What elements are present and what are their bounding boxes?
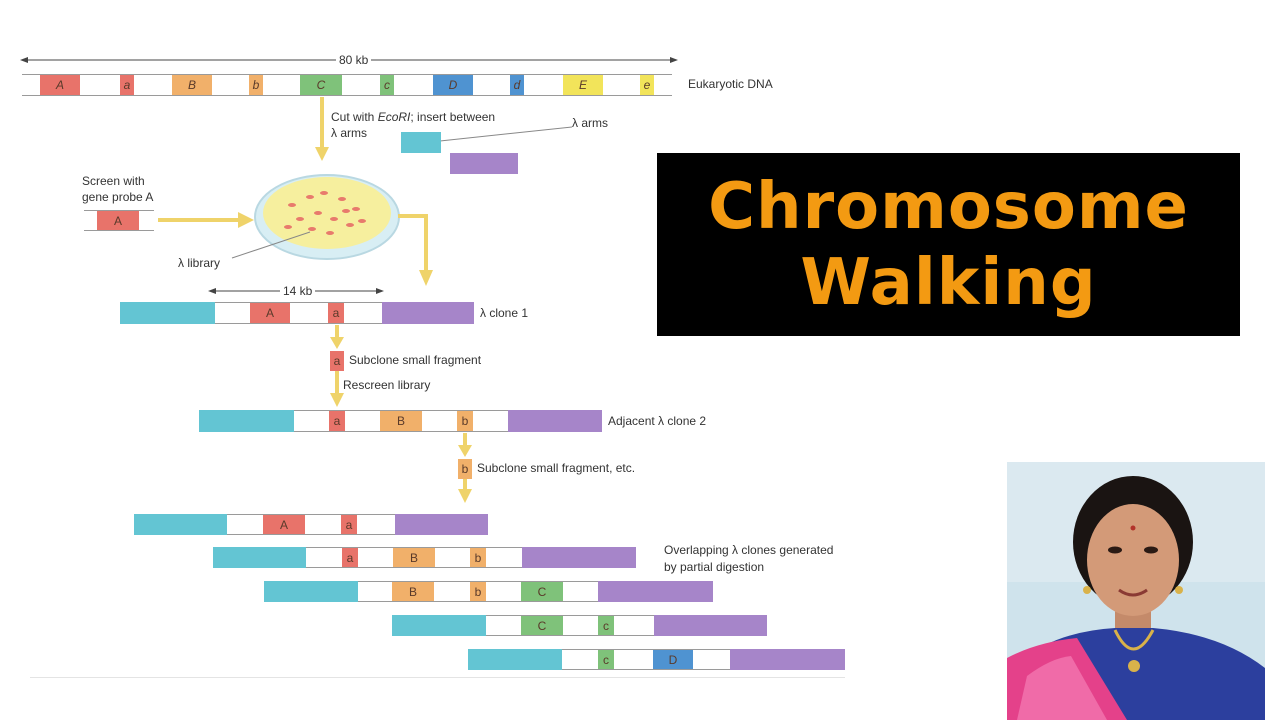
divider <box>30 677 845 678</box>
dna-seg-C: C <box>300 75 342 95</box>
dna-seg-e: e <box>640 75 654 95</box>
rescreen-text: Rescreen library <box>343 378 431 392</box>
dna-seg-d: d <box>510 75 524 95</box>
subclone-seg-b: b <box>458 459 472 479</box>
dna-seg-c: c <box>380 75 394 95</box>
subclone-text: Subclone small fragment <box>349 353 482 367</box>
dna-seg-a: a <box>120 75 134 95</box>
dna-seg-E: E <box>563 75 603 95</box>
clone1-seg-A: A <box>250 303 290 323</box>
library-pointer <box>231 231 311 259</box>
ov5-seg-D: D <box>653 650 693 669</box>
probe-seg-A: A <box>97 211 139 230</box>
eukaryotic-dna-label: Eukaryotic DNA <box>688 77 773 91</box>
ov3-seg-B: B <box>392 582 434 601</box>
down-arrow-icon <box>330 371 344 407</box>
screen-text: Screen with <box>82 174 145 188</box>
probe-arrow-icon <box>158 212 254 228</box>
down-arrow-icon <box>458 433 472 457</box>
plate-arrow-icon <box>398 214 433 286</box>
clone-1-label: λ clone 1 <box>480 306 529 320</box>
ov1-seg-A: A <box>263 515 305 534</box>
scale-label-80kb: 80 kb <box>336 53 372 67</box>
title-line-2: Walking <box>800 245 1097 320</box>
lambda-arms-label: λ arms <box>572 116 608 130</box>
ov4-seg-c: c <box>598 616 614 635</box>
clone2-seg-a: a <box>329 411 345 431</box>
down-arrow-icon <box>330 325 344 349</box>
title-banner: Chromosome Walking <box>657 153 1240 336</box>
ov3-seg-C: C <box>521 582 563 601</box>
ov2-seg-B: B <box>393 548 435 567</box>
dna-seg-B: B <box>172 75 212 95</box>
dna-seg-A: A <box>40 75 80 95</box>
cut-arrow-icon <box>315 97 329 161</box>
subclone-seg-a: a <box>330 351 344 371</box>
subclone-etc-text: Subclone small fragment, etc. <box>477 461 636 475</box>
lambda-arm-left <box>401 132 441 153</box>
clone2-seg-B: B <box>380 411 422 431</box>
overlap-text-line2: by partial digestion <box>664 560 765 574</box>
scale-label-14kb: 14 kb <box>280 284 316 298</box>
cut-text-line2: λ arms <box>331 126 367 140</box>
dna-seg-b: b <box>249 75 263 95</box>
down-arrow-icon <box>458 479 472 503</box>
presenter-photo <box>1007 462 1265 720</box>
cut-text: Cut with EcoRI; insert between <box>331 110 496 124</box>
clone1-seg-a: a <box>328 303 344 323</box>
overlap-text: Overlapping λ clones generated <box>664 543 834 557</box>
ov3-seg-b: b <box>470 582 486 601</box>
clone-2-label: Adjacent λ clone 2 <box>608 414 707 428</box>
screen-text-line2: gene probe A <box>82 190 154 204</box>
title-line-1: Chromosome <box>708 169 1189 244</box>
lambda-arm-right <box>450 153 518 174</box>
ov5-seg-c: c <box>598 650 614 669</box>
ov2-seg-b: b <box>470 548 486 567</box>
ov2-seg-a: a <box>342 548 358 567</box>
ov1-seg-a: a <box>341 515 357 534</box>
dna-seg-D: D <box>433 75 473 95</box>
lambda-arms-pointer <box>439 126 573 142</box>
library-label: λ library <box>178 256 221 270</box>
clone2-seg-b: b <box>457 411 473 431</box>
ov4-seg-C: C <box>521 616 563 635</box>
